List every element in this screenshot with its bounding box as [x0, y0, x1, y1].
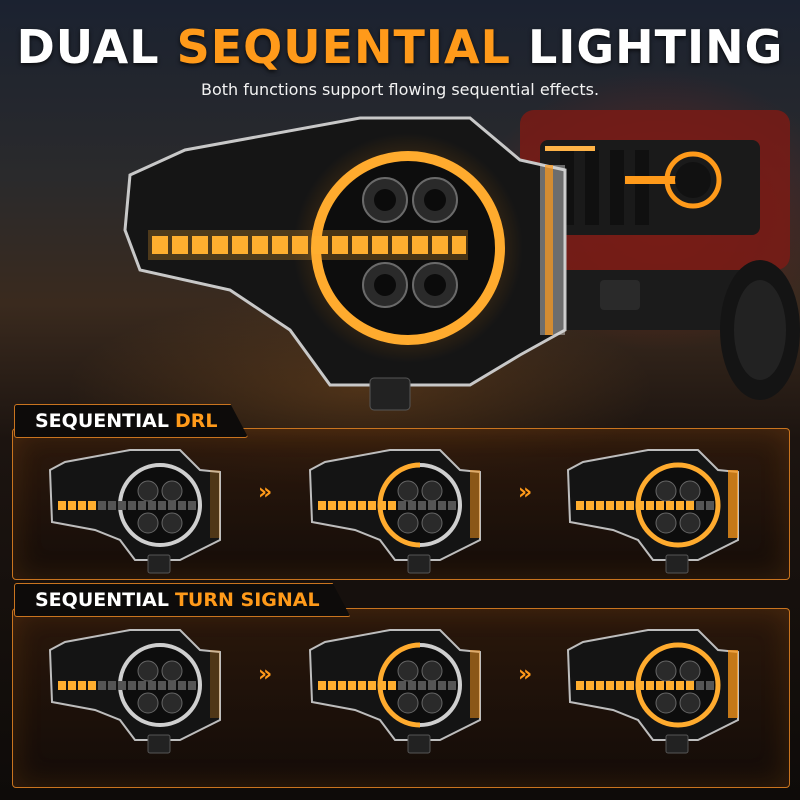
step-arrow-drl-2: »: [518, 480, 532, 505]
drl-section-label: SEQUENTIAL DRL: [14, 404, 248, 438]
headline-part3: LIGHTING: [527, 20, 784, 74]
drl-label-accent: DRL: [174, 410, 218, 432]
turn-label-accent: TURN SIGNAL: [174, 589, 320, 611]
drl-step-3-headlight: [566, 449, 739, 574]
drl-step-1-headlight: [48, 449, 221, 574]
headline-part1: DUAL: [16, 20, 160, 74]
subheadline: Both functions support flowing sequentia…: [200, 80, 600, 99]
headline-part2: SEQUENTIAL: [176, 20, 511, 74]
vehicle-front-illustration: [520, 110, 800, 400]
turn-step-1-headlight: [48, 629, 221, 754]
turn-signal-section-label: SEQUENTIAL TURN SIGNAL: [14, 583, 351, 617]
step-arrow-drl-1: »: [258, 480, 272, 505]
headline: DUAL SEQUENTIAL LIGHTING: [0, 20, 800, 74]
turn-label-white: SEQUENTIAL: [35, 589, 169, 611]
drl-label-white: SEQUENTIAL: [35, 410, 169, 432]
turn-step-2-headlight: [308, 629, 481, 754]
step-arrow-turn-1: »: [258, 662, 272, 687]
hero-headlight: [123, 116, 567, 411]
turn-step-3-headlight: [566, 629, 739, 754]
step-arrow-turn-2: »: [518, 662, 532, 687]
drl-step-2-headlight: [308, 449, 481, 574]
